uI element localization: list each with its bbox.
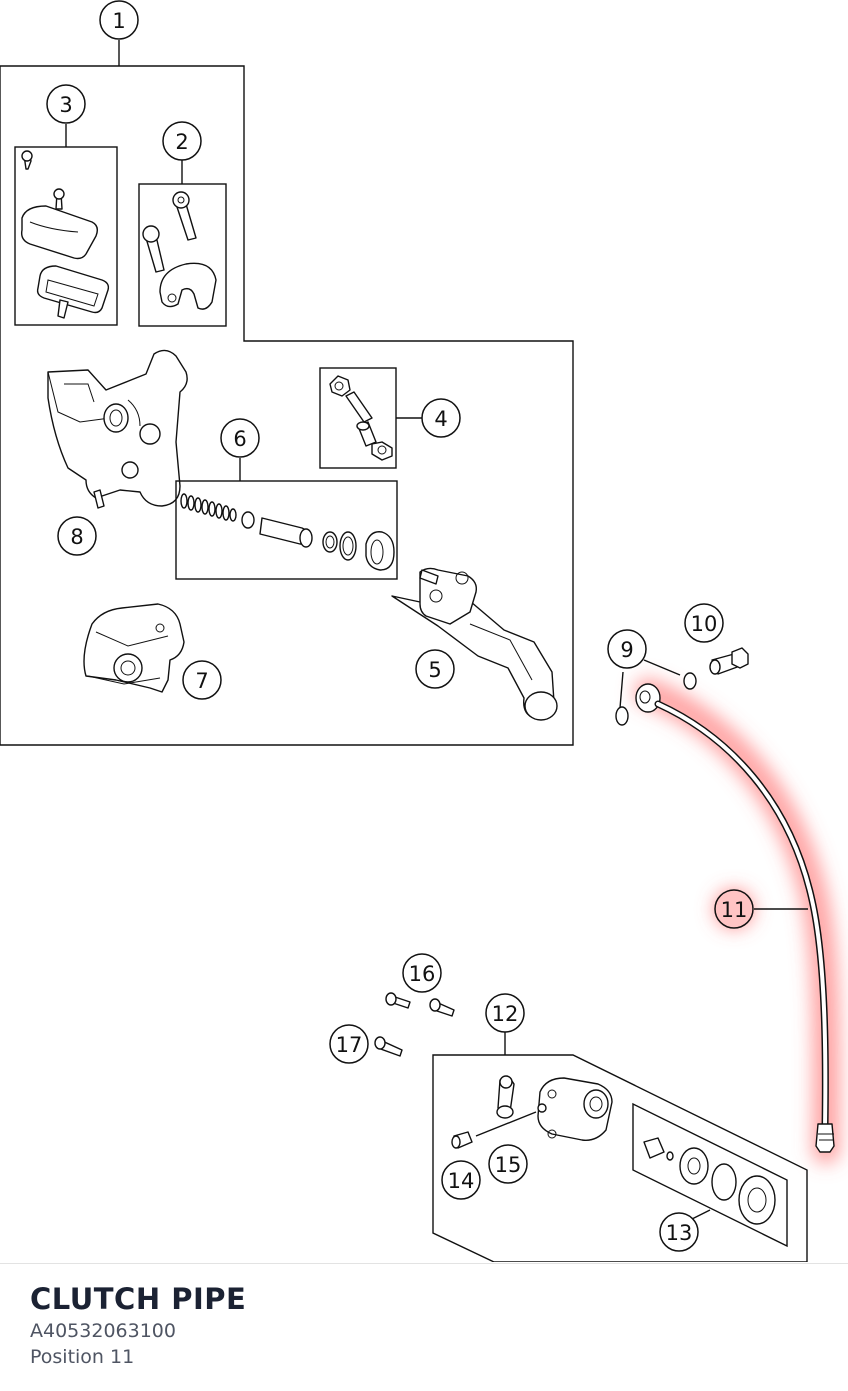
callout-6[interactable]: 6 — [220, 418, 260, 458]
group-frame-6 — [175, 480, 398, 580]
svg-text:9: 9 — [620, 638, 633, 662]
master-cylinder-body — [47, 349, 188, 509]
bleeder-part-15 — [475, 1075, 547, 1137]
callout-14[interactable]: 14 — [441, 1160, 481, 1200]
o-ring-9b — [683, 672, 697, 690]
handlebar-clamp-part — [142, 191, 217, 310]
part-name: CLUTCH PIPE — [30, 1282, 247, 1316]
bleed-screw-part-14 — [451, 1131, 473, 1149]
seal-kit-part-13 — [643, 1137, 776, 1225]
svg-text:14: 14 — [448, 1169, 475, 1193]
group-frame-13 — [632, 1102, 788, 1248]
screw-part-17 — [374, 1036, 403, 1057]
callout-12[interactable]: 12 — [485, 993, 525, 1033]
callout-1[interactable]: 1 — [99, 0, 139, 40]
callout-10[interactable]: 10 — [684, 603, 724, 643]
clutch-lever-part — [391, 567, 558, 721]
callout-2[interactable]: 2 — [162, 121, 202, 161]
exploded-parts-diagram: 1 2 3 4 5 6 7 8 9 10 11 12 13 14 15 16 1… — [0, 0, 841, 1262]
pivot-bolt-part — [329, 375, 393, 461]
group-frame-12 — [432, 1054, 808, 1262]
o-ring-9a — [615, 706, 629, 726]
group-frame-1 — [0, 65, 574, 746]
lever-cover-part — [83, 603, 185, 693]
callout-3[interactable]: 3 — [46, 84, 86, 124]
svg-text:15: 15 — [495, 1153, 522, 1177]
svg-text:1: 1 — [112, 9, 125, 33]
svg-text:13: 13 — [666, 1221, 693, 1245]
callout-5[interactable]: 5 — [415, 649, 455, 689]
callout-11[interactable]: 11 — [714, 889, 754, 929]
svg-text:11: 11 — [721, 898, 748, 922]
piston-kit-part — [180, 493, 395, 571]
callout-4[interactable]: 4 — [421, 398, 461, 438]
svg-text:6: 6 — [233, 427, 246, 451]
banjo-bolt-10 — [709, 647, 749, 675]
svg-text:17: 17 — [336, 1033, 363, 1057]
clutch-pipe-part-11 — [635, 683, 835, 1153]
callout-17[interactable]: 17 — [329, 1024, 369, 1064]
svg-text:4: 4 — [434, 407, 447, 431]
screw-part-16b — [429, 998, 455, 1017]
callout-16[interactable]: 16 — [402, 953, 442, 993]
svg-text:12: 12 — [492, 1002, 519, 1026]
svg-text:5: 5 — [428, 658, 441, 682]
slave-cylinder-housing — [537, 1077, 613, 1141]
svg-text:16: 16 — [409, 962, 436, 986]
callout-13[interactable]: 13 — [659, 1212, 699, 1252]
part-info-panel: CLUTCH PIPE A40532063100 Position 11 — [0, 1263, 848, 1391]
callout-7[interactable]: 7 — [182, 660, 222, 700]
svg-text:10: 10 — [691, 612, 718, 636]
callout-15[interactable]: 15 — [488, 1144, 528, 1184]
screw-part-16a — [385, 992, 411, 1009]
part-number: A40532063100 — [30, 1320, 176, 1342]
svg-text:2: 2 — [175, 130, 188, 154]
callout-9[interactable]: 9 — [607, 629, 647, 669]
svg-text:8: 8 — [70, 525, 83, 549]
reservoir-cover-part — [20, 150, 110, 319]
part-position: Position 11 — [30, 1346, 135, 1368]
svg-text:7: 7 — [195, 669, 208, 693]
svg-text:3: 3 — [59, 93, 72, 117]
callout-8[interactable]: 8 — [57, 516, 97, 556]
